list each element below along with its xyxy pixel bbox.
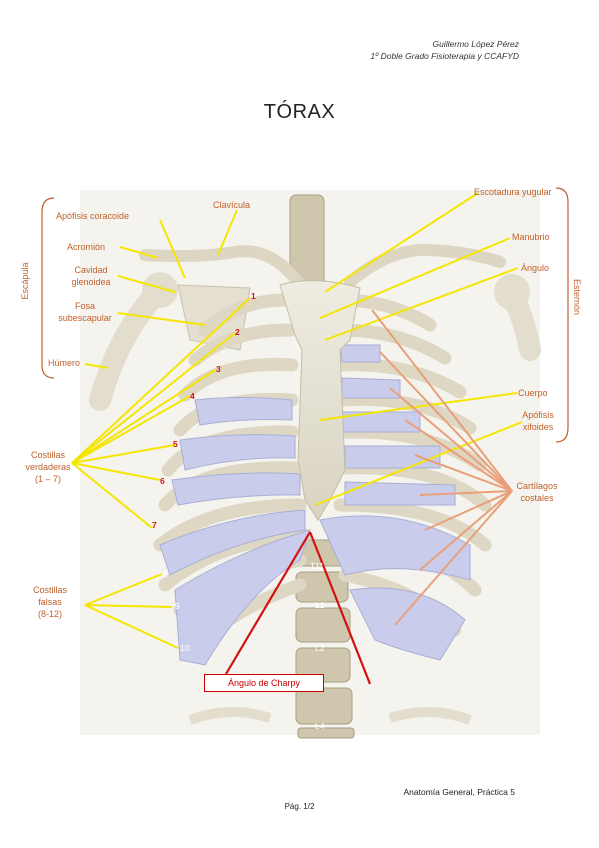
footer-page-number: Pág. 1/2 (284, 802, 315, 811)
humero-label: Húmero (48, 358, 81, 368)
costillas-falsas-label: Costillas falsas (8-12) (24, 584, 76, 620)
apofisis-xifoides-label: Apófisis xifoides (516, 409, 560, 433)
costillas-verdaderas-label: Costillas verdaderas (1 – 7) (20, 449, 76, 485)
escapula-label: Escápula (20, 262, 30, 300)
cartilage-pointer-lines (371, 309, 513, 626)
pointer-lines (71, 192, 523, 649)
vertebra-label: T11 (310, 561, 325, 571)
cartilagos-text: Cartílagos (516, 481, 558, 491)
xifoides-text: xifoides (522, 422, 554, 432)
cavidad-text: Cavidad (74, 265, 108, 275)
rib-number: 2 (235, 327, 240, 337)
escapula-bracket (41, 197, 55, 379)
rib-number: 1 (251, 291, 256, 301)
footer-subject: Anatomía General, Práctica 5 (403, 787, 515, 797)
left-humeral-head (142, 272, 178, 308)
page-title: TÓRAX (263, 101, 336, 123)
vertebra-label: L4 (315, 721, 325, 731)
rib-number: 6 (160, 476, 165, 486)
subescapular-text: subescapular (58, 313, 112, 323)
costal-cartilages (159, 344, 471, 666)
right-humeral-head (494, 274, 530, 310)
acromion-label: Acromión (67, 242, 106, 252)
right-clavicle (344, 243, 506, 288)
clavicula-label: Clavícula (213, 200, 251, 210)
rib-number: 7 (152, 520, 157, 530)
costillas-v1-text: Costillas (30, 450, 65, 460)
vertebra-label: L2 (315, 643, 325, 653)
costales-text: costales (520, 493, 554, 503)
course-name: 1º Doble Grado Fisioterapia y CCAFYD (370, 51, 519, 61)
vertebra-label: L1 (315, 600, 325, 610)
costillas-f1-text: Costillas (32, 585, 67, 595)
left-iliac (188, 707, 272, 725)
fosa-text: Fosa (74, 301, 95, 311)
manubrio-label: Manubrio (512, 232, 550, 242)
costillas-v2-text: verdaderas (25, 462, 71, 472)
costillas-v3-text: (1 – 7) (34, 474, 61, 484)
rib-number: 9 (175, 601, 180, 611)
angulo-label: Ángulo (521, 263, 550, 273)
cavidad-glenoidea-label: Cavidad glenoidea (64, 264, 118, 288)
escotadura-yugular-label: Escotadura yugular (474, 187, 552, 197)
charpy-angle-lines (225, 531, 372, 685)
esternon-label: Esternón (572, 278, 582, 316)
rib-number: 10 (180, 643, 190, 653)
sternum (279, 280, 361, 521)
costillas-f3-text: (8-12) (37, 609, 62, 619)
cartilagos-costales-label: Cartílagos costales (512, 480, 562, 504)
apofisis-coracoide-label: Apófisis coracoide (56, 211, 130, 221)
author-name: Guillermo López Pérez (432, 39, 519, 49)
glenoidea-text: glenoidea (71, 277, 111, 287)
rib-number: 4 (190, 391, 195, 401)
rib-number: 3 (216, 364, 221, 374)
cuerpo-label: Cuerpo (518, 388, 548, 398)
rib-number: 5 (173, 439, 178, 449)
charpy-angle-label: Ángulo de Charpy (204, 674, 324, 692)
right-iliac (388, 707, 472, 725)
fosa-subescapular-label: Fosa subescapular (52, 300, 118, 324)
esternon-bracket (555, 187, 569, 443)
costillas-f2-text: falsas (38, 597, 62, 607)
rib-number: 8 (163, 569, 168, 579)
apofisis-text: Apófisis (522, 410, 554, 420)
